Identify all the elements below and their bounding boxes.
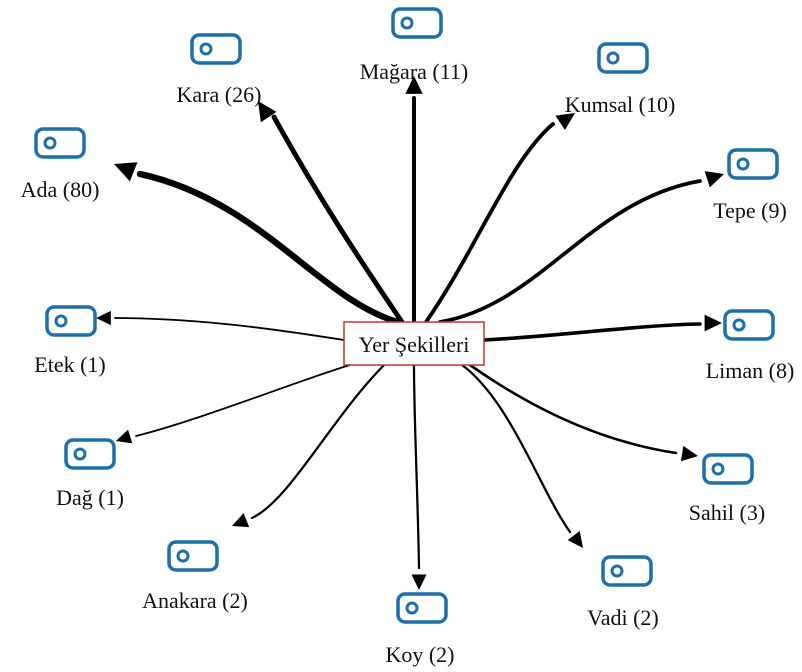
tag-icon-body [34, 127, 86, 159]
node-label-sahil[interactable]: Sahil (3) [689, 500, 765, 525]
tag-icon[interactable] [34, 127, 86, 159]
tag-icon[interactable] [167, 540, 219, 572]
edge-tepe [438, 179, 702, 324]
edge-sahil [468, 363, 678, 455]
tag-icon[interactable] [601, 555, 653, 587]
edge-vadi [460, 363, 572, 534]
tag-icon[interactable] [45, 305, 97, 337]
tag-icon-dot [176, 549, 190, 563]
tag-icon-dot [400, 16, 414, 30]
arrowhead-tepe [704, 171, 724, 188]
arrowhead-kumsal [555, 113, 575, 130]
node-label-vadi[interactable]: Vadi (2) [587, 605, 658, 630]
arrowhead-kara [258, 101, 277, 123]
node-label-magara[interactable]: Mağara (11) [360, 59, 469, 84]
node-label-koy[interactable]: Koy (2) [385, 642, 454, 667]
tag-icon-body [396, 592, 448, 624]
node-label-dag[interactable]: Dağ (1) [56, 485, 124, 510]
center-node-box[interactable] [343, 321, 485, 366]
tag-icon-dot [736, 157, 750, 171]
tag-icon-body [601, 555, 653, 587]
tag-icon[interactable] [727, 148, 779, 180]
tag-icon-body [190, 33, 242, 65]
node-label-kumsal[interactable]: Kumsal (10) [565, 92, 676, 117]
tag-icon-dot [711, 462, 725, 476]
edge-liman [482, 322, 702, 342]
arrowhead-etek [96, 310, 111, 326]
arrowhead-ada [114, 162, 138, 182]
node-label-kara[interactable]: Kara (26) [177, 82, 262, 107]
tag-icon-body [597, 42, 649, 74]
edge-etek [114, 317, 345, 341]
center-node[interactable]: Yer Şekilleri [343, 321, 485, 366]
labels-layer: Mağara (11) Kara (26) Kumsal (10) Ada (80) T… [21, 59, 795, 667]
node-label-etek[interactable]: Etek (1) [34, 352, 105, 377]
tag-icon-dot [610, 564, 624, 578]
center-node-label: Yer Şekilleri [359, 332, 470, 357]
tag-icon[interactable] [391, 7, 443, 39]
tag-icon-body [167, 540, 219, 572]
edge-koy [412, 363, 421, 570]
tag-icon-body [702, 453, 754, 485]
edge-kumsal [424, 122, 555, 324]
arrowhead-vadi [567, 531, 583, 548]
node-label-anakara[interactable]: Anakara (2) [142, 588, 248, 613]
arrowhead-liman [704, 314, 722, 332]
tag-icon-dot [73, 447, 87, 461]
edge-dag [135, 364, 351, 437]
arrowhead-dag [116, 429, 133, 444]
tag-icon-dot [732, 318, 746, 332]
arrowhead-anakara [232, 513, 250, 528]
edge-kara [271, 114, 405, 325]
node-label-ada[interactable]: Ada (80) [21, 177, 100, 202]
node-label-tepe[interactable]: Tepe (9) [713, 198, 787, 223]
tag-icon-body [723, 309, 775, 341]
tag-icon-body [45, 305, 97, 337]
tag-icon-dot [405, 601, 419, 615]
tag-icon[interactable] [702, 453, 754, 485]
tag-icon-body [64, 438, 116, 470]
tag-icon[interactable] [597, 42, 649, 74]
tag-icon[interactable] [396, 592, 448, 624]
tag-icon[interactable] [64, 438, 116, 470]
edge-ada [136, 170, 402, 326]
icons-layer [34, 7, 779, 624]
tag-icon-body [391, 7, 443, 39]
tag-icon[interactable] [190, 33, 242, 65]
tag-icon-dot [199, 42, 213, 56]
edges-layer [96, 76, 724, 590]
arrowhead-sahil [680, 445, 698, 462]
tag-icon[interactable] [723, 309, 775, 341]
tag-icon-dot [43, 136, 57, 150]
tag-icon-dot [606, 51, 620, 65]
node-label-liman[interactable]: Liman (8) [706, 358, 795, 383]
arrowhead-koy [411, 574, 427, 590]
arrowhead-magara [405, 76, 423, 94]
edge-anakara [250, 363, 386, 520]
tag-icon-body [727, 148, 779, 180]
tag-icon-dot [54, 314, 68, 328]
